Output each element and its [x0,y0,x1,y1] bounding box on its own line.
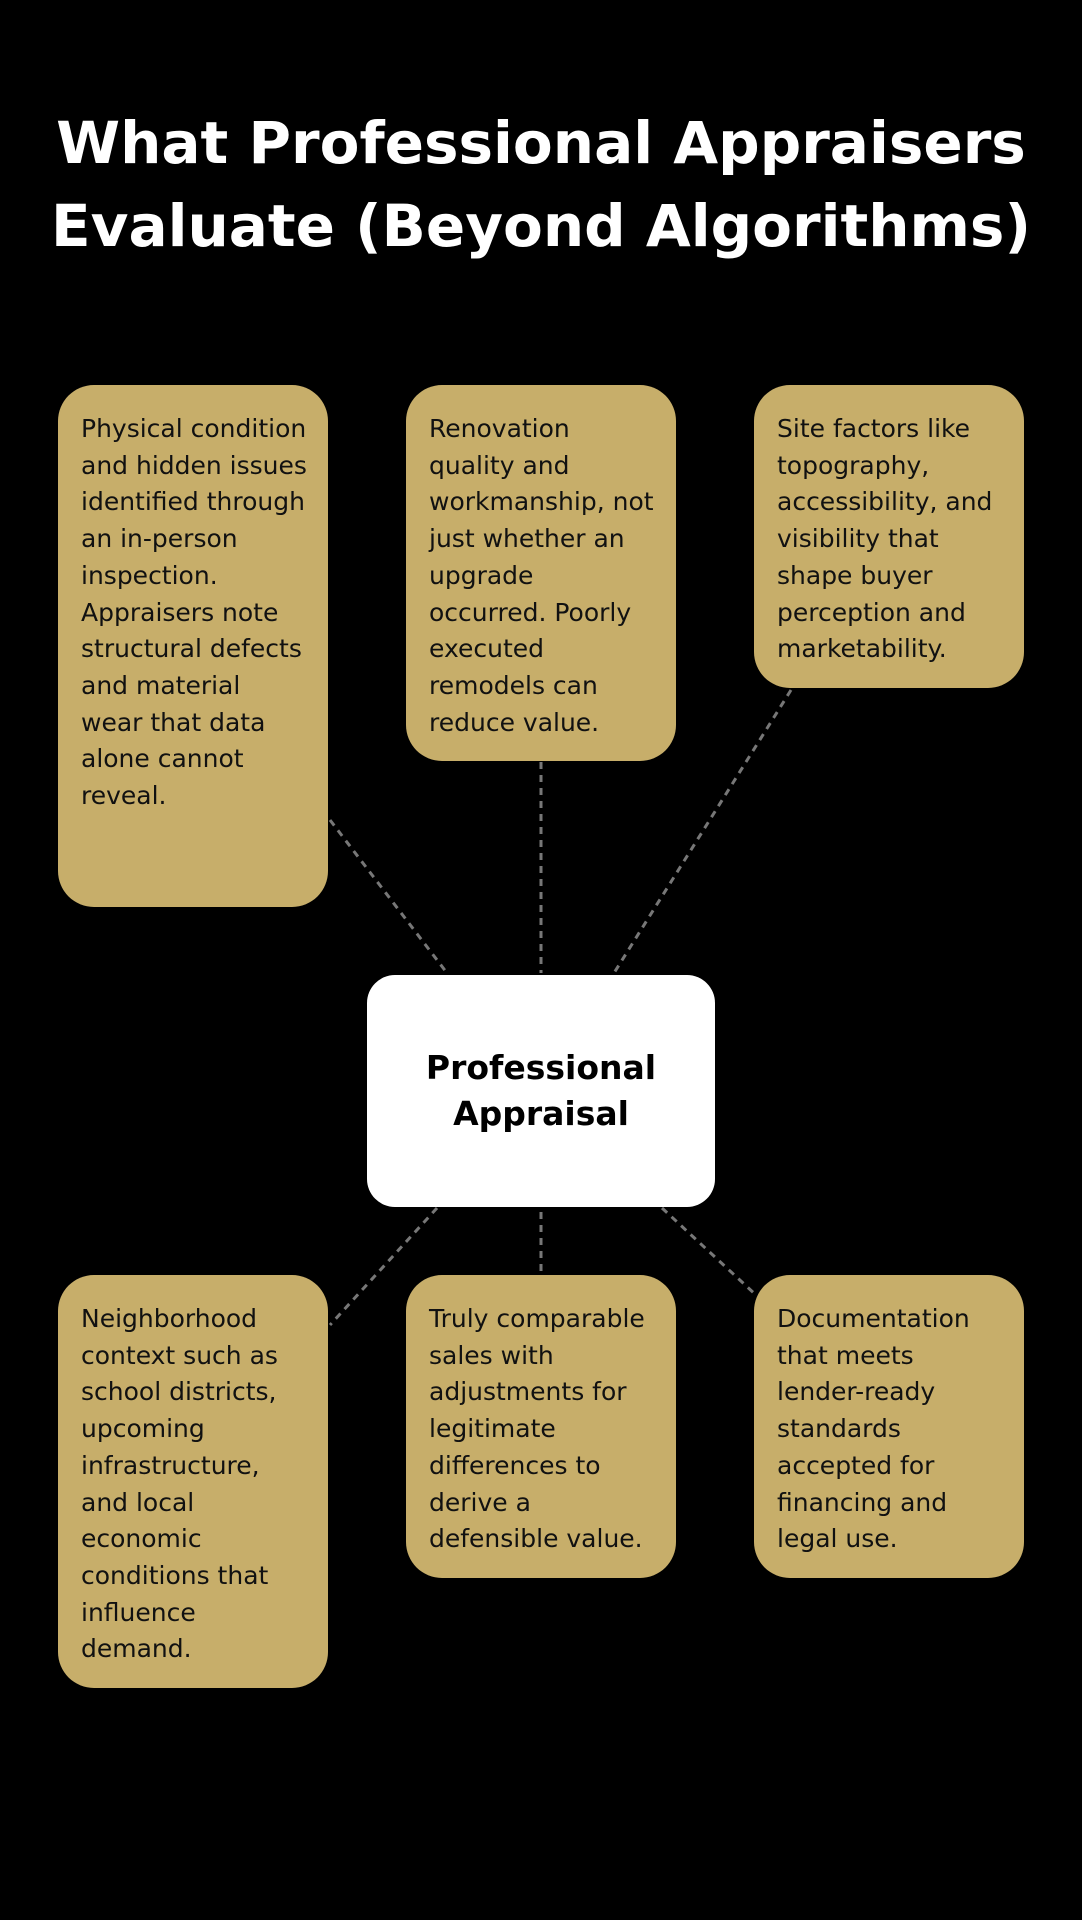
card-text: Truly comparable sales with adjustments … [429,1304,645,1554]
center-node: Professional Appraisal [367,975,715,1207]
card-text: Site factors like topography, accessibil… [777,414,993,664]
card-physical-condition: Physical condition and hidden issues ide… [58,385,328,907]
card-site-factors: Site factors like topography, accessibil… [754,385,1024,688]
card-text: Neighborhood context such as school dist… [81,1304,278,1664]
connector-bottom-left [328,1206,439,1327]
title-line-1: What Professional Appraisers [56,109,1026,177]
connector-top-left [328,819,449,974]
card-comparable-sales: Truly comparable sales with adjustments … [406,1275,676,1578]
card-documentation: Documentation that meets lender-ready st… [754,1275,1024,1578]
center-label-line-2: Appraisal [453,1094,629,1133]
card-neighborhood-context: Neighborhood context such as school dist… [58,1275,328,1688]
center-label-line-1: Professional [425,1048,657,1087]
card-renovation-quality: Renovation quality and workmanship, not … [406,385,676,761]
center-label: Professional Appraisal [426,1045,656,1137]
title-line-2: Evaluate (Beyond Algorithms) [51,192,1031,260]
card-text: Renovation quality and workmanship, not … [429,414,654,737]
page-title: What Professional Appraisers Evaluate (B… [0,102,1082,268]
connector-bottom-right [660,1206,758,1297]
connector-top-right [612,689,793,974]
card-text: Physical condition and hidden issues ide… [81,414,307,811]
card-text: Documentation that meets lender-ready st… [777,1304,970,1554]
